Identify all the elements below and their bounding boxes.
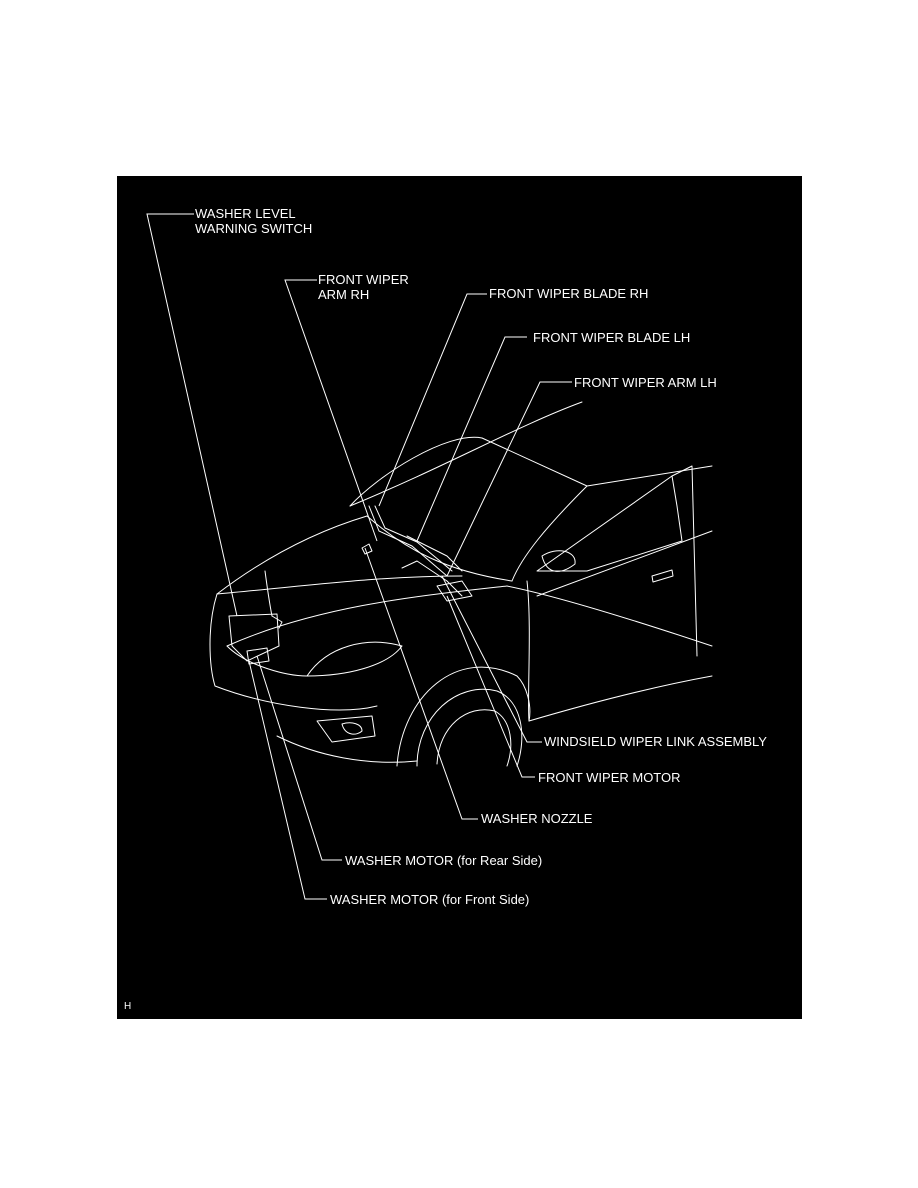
fog-lamp-inner: [341, 722, 363, 735]
washer-nozzle-part: [361, 543, 373, 555]
hood-line: [216, 575, 463, 595]
leader-link-assembly: [441, 575, 542, 743]
bumper-lower: [276, 735, 418, 763]
wiper-blade-rh: [368, 505, 448, 577]
label-washer-nozzle: WASHER NOZZLE: [481, 811, 593, 826]
leader-front-wiper-arm-lh: [446, 381, 572, 577]
leader-front-wiper-blade-rh: [378, 293, 487, 507]
leader-washer-level-switch: [146, 213, 238, 617]
leader-front-wiper-arm-rh: [284, 279, 378, 542]
side-window: [536, 475, 683, 572]
washer-tank: [228, 613, 280, 662]
label-front-wiper-arm-rh: FRONT WIPER ARM RH: [318, 272, 409, 302]
label-washer-motor-rear: WASHER MOTOR (for Rear Side): [345, 853, 543, 868]
washer-motor-part: [246, 647, 270, 665]
hood-front-edge: [216, 515, 368, 595]
leader-washer-nozzle: [364, 547, 478, 820]
label-front-wiper-arm-lh: FRONT WIPER ARM LH: [574, 375, 717, 390]
tire-outer: [416, 688, 523, 767]
wiper-motor: [436, 580, 473, 602]
fender-line: [506, 585, 713, 647]
front-face: [209, 593, 378, 711]
windshield-top: [349, 436, 483, 507]
leader-front-wiper-blade-lh: [416, 336, 527, 542]
label-windshield-wiper-link-assembly: WINDSIELD WIPER LINK ASSEMBLY: [544, 734, 767, 749]
door-handle: [651, 569, 674, 583]
wiper-blade-lh: [406, 535, 463, 572]
headlamp: [306, 641, 403, 677]
windshield-right: [481, 437, 713, 487]
mirror: [541, 550, 576, 572]
wiper-arm-rh: [374, 505, 453, 572]
figure-code: H: [124, 1001, 132, 1012]
vehicle-line-drawing: [146, 213, 713, 900]
wiper-washer-location-diagram: WASHER LEVEL WARNING SWITCH FRONT WIPER …: [117, 176, 802, 1019]
door-belt: [536, 530, 713, 597]
washer-tank-neck: [264, 570, 273, 617]
leader-wiper-motor: [446, 595, 535, 778]
fog-lamp: [316, 715, 376, 743]
hood-crease: [226, 585, 508, 647]
label-front-wiper-blade-lh: FRONT WIPER BLADE LH: [533, 330, 691, 345]
leader-washer-motor-rear: [256, 655, 342, 861]
wheel-arch: [396, 666, 531, 767]
label-front-wiper-motor: FRONT WIPER MOTOR: [538, 770, 681, 785]
label-washer-level-warning-switch: WASHER LEVEL WARNING SWITCH: [195, 206, 313, 236]
b-pillar: [671, 465, 698, 657]
tire-inner: [436, 709, 512, 767]
grille-line: [226, 645, 308, 677]
wiper-link: [401, 560, 463, 597]
roof-line: [349, 401, 583, 507]
a-pillar: [511, 485, 588, 582]
cowl-line: [366, 515, 513, 582]
leader-washer-motor-front: [248, 660, 327, 900]
label-front-wiper-blade-rh: FRONT WIPER BLADE RH: [489, 286, 649, 301]
label-washer-motor-front: WASHER MOTOR (for Front Side): [330, 892, 530, 907]
door-front-edge: [526, 580, 530, 722]
washer-tank-cap: [271, 615, 283, 629]
door-bottom: [528, 675, 713, 722]
